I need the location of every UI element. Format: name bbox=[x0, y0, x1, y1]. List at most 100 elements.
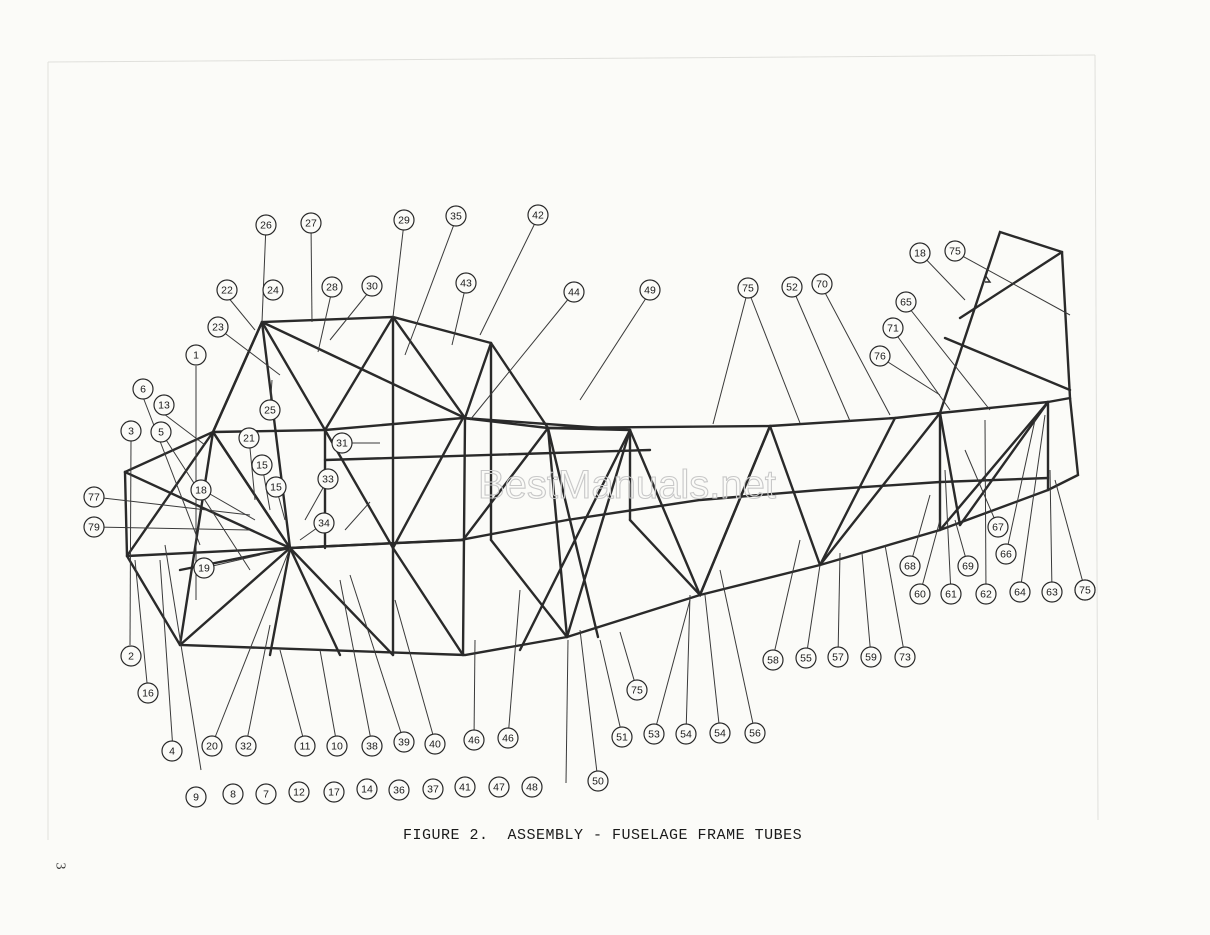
callout-circle bbox=[83, 516, 105, 538]
callout-34: 34 bbox=[313, 512, 335, 534]
callout-number: 68 bbox=[904, 561, 916, 573]
callout-50: 50 bbox=[587, 770, 609, 792]
callout-36: 36 bbox=[388, 779, 410, 801]
callout-32: 32 bbox=[235, 735, 257, 757]
callout-number: 63 bbox=[1046, 587, 1058, 599]
callout-number: 52 bbox=[786, 282, 798, 294]
callout-circle bbox=[251, 454, 273, 476]
callout-circle bbox=[882, 317, 904, 339]
callout-41: 41 bbox=[454, 776, 476, 798]
callout-circle bbox=[288, 781, 310, 803]
callout-circle bbox=[259, 399, 281, 421]
callout-circle bbox=[190, 479, 212, 501]
callout-number: 34 bbox=[318, 518, 330, 530]
callout-circle bbox=[563, 281, 585, 303]
callout-number: 37 bbox=[427, 784, 439, 796]
callout-number: 6 bbox=[140, 384, 146, 396]
callout-number: 59 bbox=[865, 652, 877, 664]
callout-circle bbox=[317, 468, 339, 490]
callout-number: 26 bbox=[260, 220, 272, 232]
callout-circle bbox=[488, 776, 510, 798]
callout-circle bbox=[262, 279, 284, 301]
callout-18: 18 bbox=[190, 479, 212, 501]
callout-circle bbox=[626, 679, 648, 701]
callout-circle bbox=[827, 646, 849, 668]
callout-circle bbox=[895, 291, 917, 313]
callout-7: 7 bbox=[255, 783, 277, 805]
callout-number: 14 bbox=[361, 784, 373, 796]
callout-28: 28 bbox=[321, 276, 343, 298]
callout-circle bbox=[445, 205, 467, 227]
callout-number: 53 bbox=[648, 729, 660, 741]
callout-40: 40 bbox=[424, 733, 446, 755]
callout-48: 48 bbox=[521, 776, 543, 798]
callout-number: 48 bbox=[526, 782, 538, 794]
callout-circle bbox=[326, 735, 348, 757]
callout-circle bbox=[944, 240, 966, 262]
callout-number: 43 bbox=[460, 278, 472, 290]
callout-55: 55 bbox=[795, 647, 817, 669]
callout-number: 65 bbox=[900, 297, 912, 309]
callout-circle bbox=[643, 723, 665, 745]
callout-number: 4 bbox=[169, 746, 175, 758]
callout-circle bbox=[83, 486, 105, 508]
callout-66: 66 bbox=[995, 543, 1017, 565]
callout-number: 77 bbox=[88, 492, 100, 504]
callout-65: 65 bbox=[895, 291, 917, 313]
callout-15: 15 bbox=[251, 454, 273, 476]
callout-6: 6 bbox=[132, 378, 154, 400]
callout-47: 47 bbox=[488, 776, 510, 798]
callout-18: 18 bbox=[909, 242, 931, 264]
callout-circle bbox=[255, 214, 277, 236]
callout-circle bbox=[265, 476, 287, 498]
callout-circle bbox=[361, 275, 383, 297]
callout-71: 71 bbox=[882, 317, 904, 339]
figure-caption-label: FIGURE 2. bbox=[403, 827, 489, 844]
callout-number: 39 bbox=[398, 737, 410, 749]
callout-circle bbox=[424, 733, 446, 755]
callout-20: 20 bbox=[201, 735, 223, 757]
callout-15: 15 bbox=[265, 476, 287, 498]
callout-number: 38 bbox=[366, 741, 378, 753]
callout-circle bbox=[388, 779, 410, 801]
callout-53: 53 bbox=[643, 723, 665, 745]
callout-number: 44 bbox=[568, 287, 580, 299]
callout-43: 43 bbox=[455, 272, 477, 294]
callout-75: 75 bbox=[626, 679, 648, 701]
callout-number: 28 bbox=[326, 282, 338, 294]
callout-circle bbox=[909, 583, 931, 605]
callout-27: 27 bbox=[300, 212, 322, 234]
callout-54: 54 bbox=[709, 722, 731, 744]
callout-circle bbox=[987, 516, 1009, 538]
callout-circle bbox=[762, 649, 784, 671]
callout-16: 16 bbox=[137, 682, 159, 704]
callout-2: 2 bbox=[120, 645, 142, 667]
callout-75: 75 bbox=[1074, 579, 1096, 601]
callout-number: 57 bbox=[832, 652, 844, 664]
callout-number: 7 bbox=[263, 789, 269, 801]
callout-56: 56 bbox=[744, 722, 766, 744]
callout-circle bbox=[995, 543, 1017, 565]
callout-circle bbox=[811, 273, 833, 295]
callout-circle bbox=[216, 279, 238, 301]
callout-circle bbox=[393, 731, 415, 753]
callout-number: 25 bbox=[264, 405, 276, 417]
callout-number: 50 bbox=[592, 776, 604, 788]
callout-64: 64 bbox=[1009, 581, 1031, 603]
callout-number: 22 bbox=[221, 285, 233, 297]
callout-number: 47 bbox=[493, 782, 505, 794]
callout-number: 73 bbox=[899, 652, 911, 664]
callout-circle bbox=[120, 420, 142, 442]
callout-76: 76 bbox=[869, 345, 891, 367]
callout-63: 63 bbox=[1041, 581, 1063, 603]
callout-number: 54 bbox=[680, 729, 692, 741]
callout-11: 11 bbox=[294, 735, 316, 757]
callout-number: 23 bbox=[212, 322, 224, 334]
figure-caption: FIGURE 2. ASSEMBLY - FUSELAGE FRAME TUBE… bbox=[403, 827, 802, 844]
callout-circle bbox=[422, 778, 444, 800]
callout-circle bbox=[497, 727, 519, 749]
callout-46: 46 bbox=[497, 727, 519, 749]
callout-number: 18 bbox=[914, 248, 926, 260]
callout-circle bbox=[744, 722, 766, 744]
